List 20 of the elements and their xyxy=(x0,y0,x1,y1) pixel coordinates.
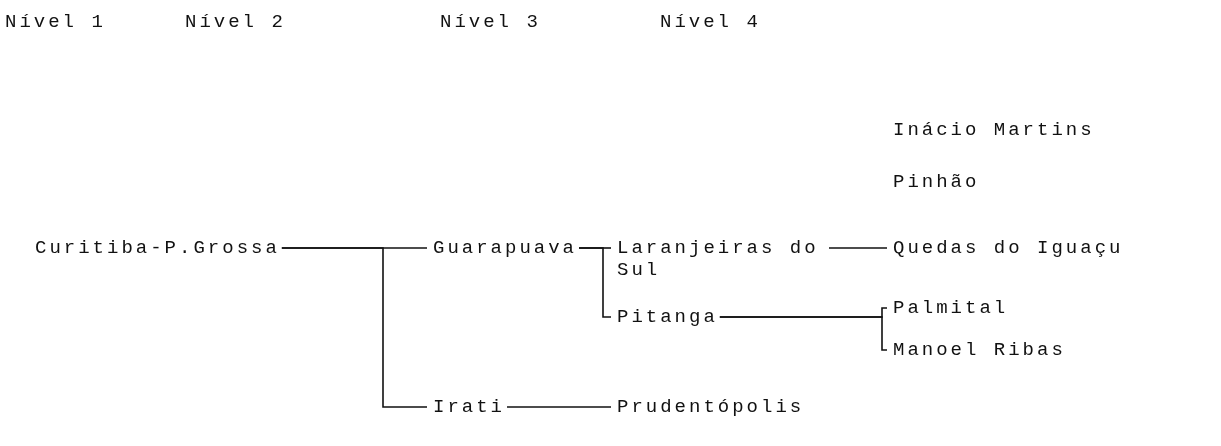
place-name: Laranjeiras do Sul xyxy=(617,237,827,281)
brace-line xyxy=(578,247,612,318)
level-header: Nível 2 xyxy=(185,11,286,33)
place-name: Guarapuava xyxy=(433,237,578,259)
level-header: Nível 4 xyxy=(660,11,761,33)
level-header: Nível 3 xyxy=(440,11,541,33)
brace-line xyxy=(506,406,612,408)
brace-line xyxy=(828,247,888,249)
place-name: Palmital xyxy=(893,297,1009,319)
brace-line xyxy=(281,247,428,408)
place-name: Inácio Martins xyxy=(893,119,1095,141)
place-name: Manoel Ribas xyxy=(893,339,1066,361)
place-name: Irati xyxy=(433,396,505,418)
level-header: Nível 1 xyxy=(5,11,106,33)
place-name: Quedas do Iguaçu xyxy=(893,237,1124,259)
place-name: Pitanga xyxy=(617,306,718,328)
brace-line xyxy=(719,316,888,351)
place-name: Pinhão xyxy=(893,171,980,193)
place-name: Curitiba-P.Grossa xyxy=(35,237,280,259)
place-name: Prudentópolis xyxy=(617,396,805,418)
